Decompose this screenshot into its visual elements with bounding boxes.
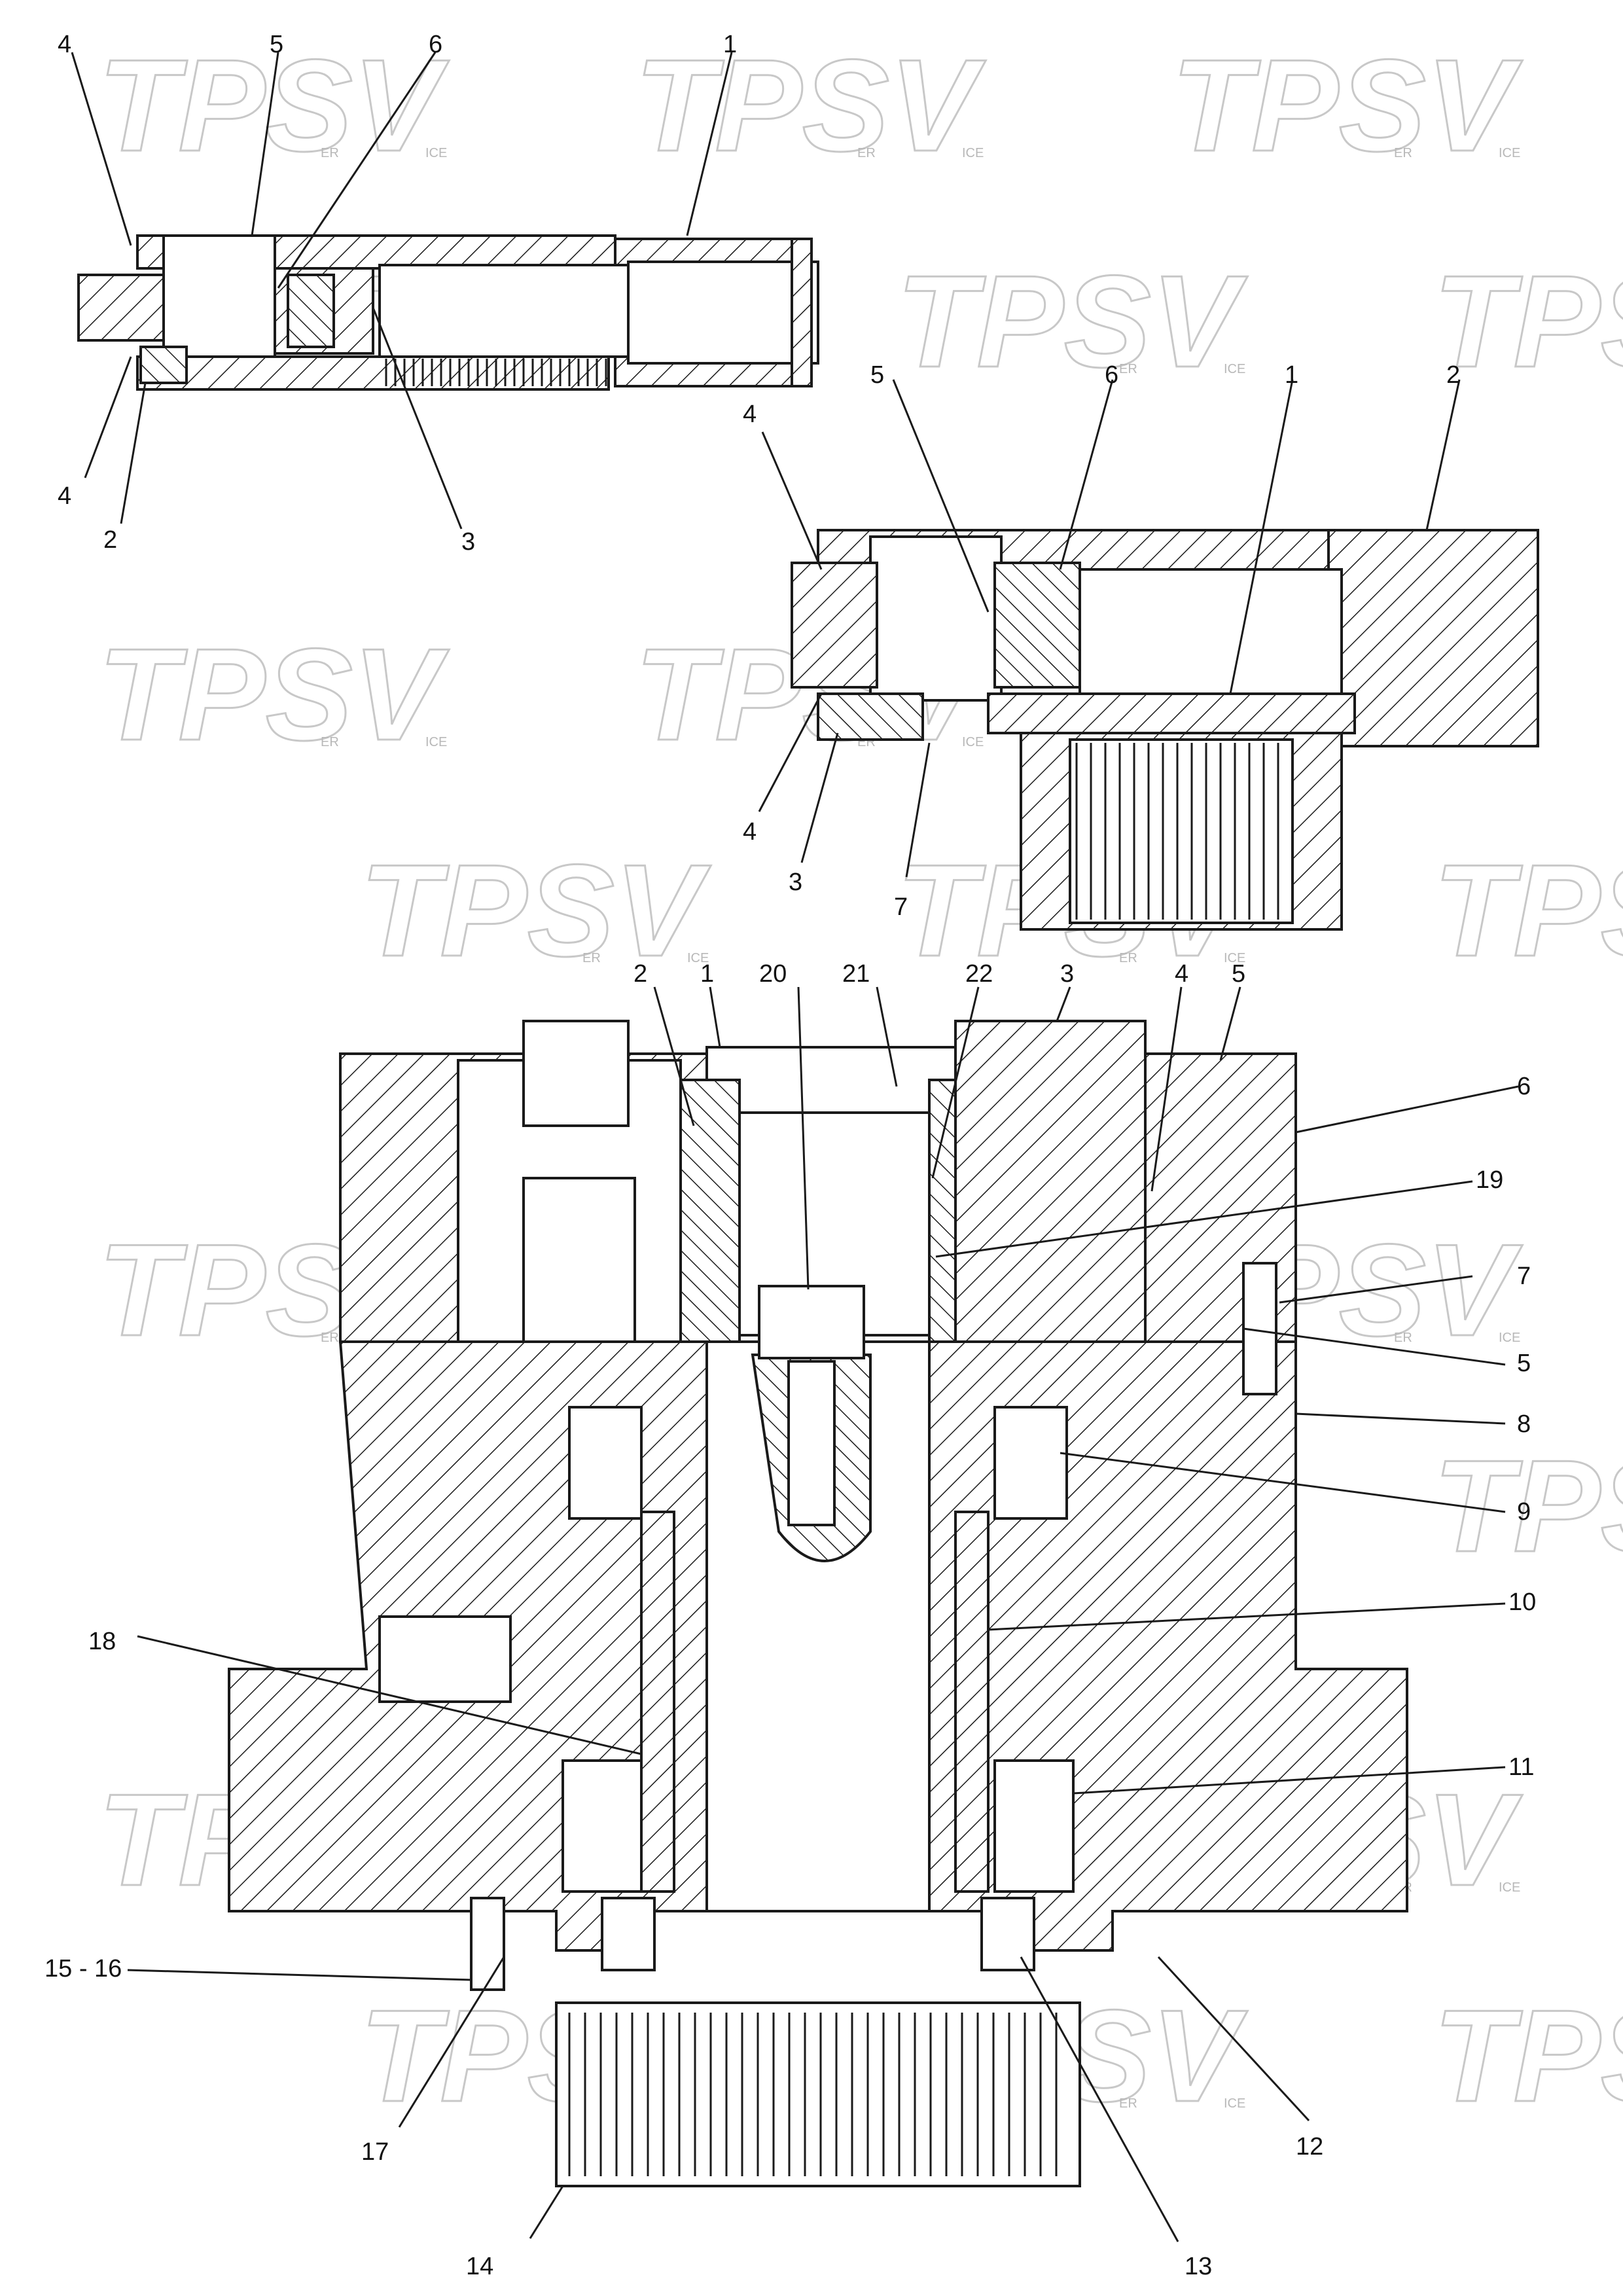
watermark-sub-right: ICE xyxy=(962,735,984,749)
callout-main-10: 10 xyxy=(1508,1588,1536,1616)
callout-tr-3: 3 xyxy=(789,869,802,896)
watermark-sub-right: ICE xyxy=(425,146,447,160)
watermark-sub-right: ICE xyxy=(1224,2096,1245,2111)
top-left-section-view xyxy=(77,234,819,391)
callout-main-14: 14 xyxy=(466,2253,493,2280)
watermark-text: TPSV xyxy=(1433,249,1623,395)
callout-main-9: 9 xyxy=(1517,1498,1531,1526)
callout-main-2: 2 xyxy=(633,960,647,988)
callout-main-7: 7 xyxy=(1517,1263,1531,1290)
watermark-text: TPSV xyxy=(897,249,1248,395)
callout-tr-5: 5 xyxy=(870,361,884,389)
watermark-sub-left: ER xyxy=(321,146,339,160)
leader-lines xyxy=(71,52,1519,2242)
callout-tl-4a: 4 xyxy=(58,31,71,58)
callout-tr-7: 7 xyxy=(894,893,908,921)
watermark-sub-left: ER xyxy=(321,1331,339,1345)
callout-tl-5: 5 xyxy=(270,31,283,58)
watermark-sub-left: ER xyxy=(857,146,876,160)
spline-teeth xyxy=(1075,743,1279,920)
callout-tl-6: 6 xyxy=(429,31,442,58)
watermark-text: TPSV xyxy=(1433,838,1623,984)
callout-main-22: 22 xyxy=(965,960,993,988)
watermark-sub-right: ICE xyxy=(425,735,447,749)
watermark-sub-right: ICE xyxy=(1224,951,1245,965)
callout-tl-1: 1 xyxy=(723,31,737,58)
callout-main-5: 5 xyxy=(1232,960,1245,988)
callout-labels: 4 5 6 1 4 2 3 5 6 1 2 4 4 3 7 2 1 20 21 … xyxy=(45,31,1536,2280)
watermark-sub-left: ER xyxy=(1119,362,1137,376)
watermark-text: TPSV xyxy=(1433,1983,1623,2129)
watermark-sub-right: ICE xyxy=(1499,146,1520,160)
watermark-sub-right: ICE xyxy=(962,146,984,160)
callout-tr-1: 1 xyxy=(1285,361,1298,389)
callout-main-17: 17 xyxy=(361,2138,389,2166)
watermark-sub-right: ICE xyxy=(1499,1331,1520,1345)
watermark-sub-left: ER xyxy=(1394,146,1412,160)
main-section-view xyxy=(228,1020,1408,2187)
callout-main-18: 18 xyxy=(88,1628,116,1655)
callout-tr-2: 2 xyxy=(1446,361,1460,389)
callout-main-4: 4 xyxy=(1175,960,1188,988)
watermark-sub-left: ER xyxy=(1394,1331,1412,1345)
callout-main-20: 20 xyxy=(759,960,787,988)
pinion-teeth xyxy=(568,2013,1058,2176)
watermark-text: TPSV xyxy=(360,838,711,984)
watermark-sub-right: ICE xyxy=(687,951,709,965)
watermark-text: TPSV xyxy=(98,33,450,179)
callout-main-5b: 5 xyxy=(1517,1350,1531,1377)
callout-main-8: 8 xyxy=(1517,1410,1531,1438)
callout-tr-4a: 4 xyxy=(743,401,757,428)
watermark-sub-left: ER xyxy=(582,951,601,965)
watermark-sub-left: ER xyxy=(1119,951,1137,965)
callout-main-11: 11 xyxy=(1508,1753,1534,1781)
callout-main-3: 3 xyxy=(1060,960,1074,988)
spline-teeth xyxy=(385,359,616,386)
watermark-sub-left: ER xyxy=(1119,2096,1137,2111)
callout-tl-3: 3 xyxy=(461,528,475,556)
callout-tl-2: 2 xyxy=(103,526,117,554)
callout-main-15-16: 15 - 16 xyxy=(45,1955,122,1982)
callout-main-12: 12 xyxy=(1296,2133,1323,2161)
callout-tr-4b: 4 xyxy=(743,818,757,846)
callout-main-1: 1 xyxy=(700,960,714,988)
watermark-sub-right: ICE xyxy=(1224,362,1245,376)
callout-main-6: 6 xyxy=(1517,1073,1531,1100)
callout-tr-6: 6 xyxy=(1105,361,1118,389)
callout-main-13: 13 xyxy=(1185,2253,1212,2280)
watermark-text: TPSV xyxy=(1171,33,1523,179)
callout-tl-4b: 4 xyxy=(58,482,71,510)
watermark-text: TPSV xyxy=(98,622,450,768)
watermark-text: TPSV xyxy=(635,33,986,179)
watermark-sub-right: ICE xyxy=(1499,1880,1520,1895)
callout-main-19: 19 xyxy=(1476,1166,1503,1194)
top-right-section-view xyxy=(791,529,1539,931)
callout-main-21: 21 xyxy=(842,960,870,988)
watermark-sub-left: ER xyxy=(321,735,339,749)
